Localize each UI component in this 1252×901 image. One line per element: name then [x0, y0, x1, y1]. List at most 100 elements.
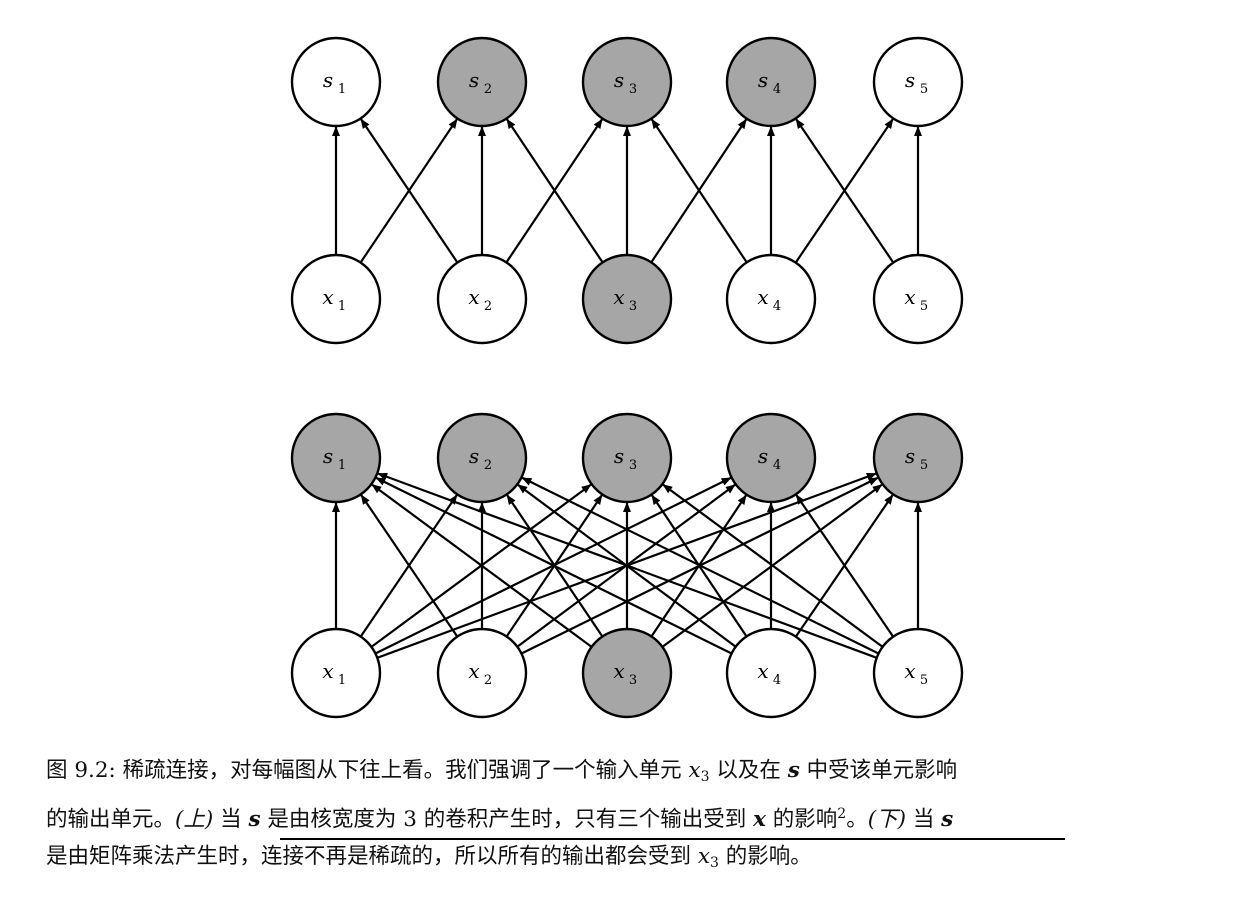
output-node-subscript: 5 — [920, 458, 928, 473]
input-node-circle — [290, 627, 382, 719]
input-node-subscript: 2 — [484, 673, 492, 688]
caption-var-s: s — [787, 758, 800, 783]
output-node-label: s — [905, 444, 915, 468]
input-node-label: x — [613, 285, 624, 309]
output-node-label: s — [469, 444, 479, 468]
caption-text: 的影响。 — [718, 844, 812, 869]
input-node-label: x — [904, 659, 915, 683]
output-node-circle — [872, 412, 964, 504]
footnote-rule — [280, 838, 1065, 840]
output-node-subscript: 2 — [484, 82, 492, 97]
output-node-subscript: 4 — [773, 458, 781, 473]
output-node-label: s — [323, 444, 333, 468]
input-node-subscript: 1 — [338, 673, 346, 688]
output-node-subscript: 2 — [484, 458, 492, 473]
input-node-label: x — [322, 285, 333, 309]
edge-x2-to-s1 — [360, 118, 459, 264]
output-node-subscript: 1 — [338, 458, 346, 473]
input-node-circle — [436, 253, 528, 345]
input-node-subscript: 4 — [773, 673, 781, 688]
figure-caption: 图 9.2: 稀疏连接，对每幅图从下往上看。我们强调了一个输入单元 x 3 以及在… — [46, 752, 1214, 882]
input-node-circle — [872, 627, 964, 719]
caption-line-3: 是由矩阵乘法产生时，连接不再是稀疏的，所以所有的输出都会受到 x3 的影响。 — [46, 838, 1214, 882]
input-node-subscript: 1 — [338, 299, 346, 314]
input-node-subscript: 3 — [629, 673, 637, 688]
caption-text: 。 — [846, 807, 868, 832]
output-node-subscript: 5 — [920, 82, 928, 97]
input-node-circle — [290, 253, 382, 345]
input-node-subscript: 3 — [629, 299, 637, 314]
output-node-subscript: 4 — [773, 82, 781, 97]
caption-text: 当 — [906, 807, 942, 832]
output-node-label: s — [614, 444, 624, 468]
output-node-label: s — [614, 68, 624, 92]
edge-x2-to-s1 — [360, 494, 459, 638]
output-node-label: s — [758, 68, 768, 92]
input-node-subscript: 2 — [484, 299, 492, 314]
output-node-circle — [581, 412, 673, 504]
caption-var-s: s — [941, 807, 954, 832]
caption-text: 以及在 — [709, 758, 788, 783]
caption-top-marker: (上) — [175, 807, 214, 832]
input-node-circle — [872, 253, 964, 345]
input-node-subscript: 4 — [773, 299, 781, 314]
output-node-circle — [581, 36, 673, 128]
caption-line-2: 的输出单元。(上) 当 s 是由核宽度为 3 的卷积产生时，只有三个输出受到 x… — [46, 796, 1214, 838]
caption-text: 的影响 — [765, 807, 838, 832]
caption-text: 中受该单元影响 — [799, 758, 958, 783]
caption-text: 图 9.2: 稀疏连接，对每幅图从下往上看。我们强调了一个输入单元 — [46, 758, 689, 783]
input-node-label: x — [757, 659, 768, 683]
edge-x3-to-s1 — [371, 483, 593, 648]
input-node-label: x — [613, 659, 624, 683]
caption-text: 是由核宽度为 3 的卷积产生时，只有三个输出受到 — [260, 807, 754, 832]
output-node-circle — [436, 36, 528, 128]
caption-var-s: s — [248, 807, 261, 832]
input-node-subscript: 5 — [920, 673, 928, 688]
output-node-subscript: 1 — [338, 82, 346, 97]
output-node-circle — [872, 36, 964, 128]
input-node-label: x — [468, 659, 479, 683]
input-node-label: x — [468, 285, 479, 309]
output-node-label: s — [905, 68, 915, 92]
input-node-label: x — [322, 659, 333, 683]
output-node-circle — [290, 412, 382, 504]
input-node-circle — [581, 627, 673, 719]
output-node-circle — [725, 412, 817, 504]
edge-x4-to-s3 — [650, 118, 748, 263]
edge-x5-to-s2 — [521, 476, 879, 655]
caption-var-sub: 3 — [709, 855, 719, 871]
edge-x4-to-s1 — [375, 476, 733, 655]
edge-x5-to-s4 — [795, 494, 895, 638]
input-node-circle — [581, 253, 673, 345]
input-node-subscript: 5 — [920, 299, 928, 314]
output-node-label: s — [469, 68, 479, 92]
input-node-label: x — [757, 285, 768, 309]
output-node-circle — [290, 36, 382, 128]
output-node-subscript: 3 — [629, 458, 637, 473]
caption-line-1: 图 9.2: 稀疏连接，对每幅图从下往上看。我们强调了一个输入单元 x3 以及在… — [46, 752, 1214, 796]
input-node-circle — [725, 627, 817, 719]
input-node-circle — [725, 253, 817, 345]
output-node-circle — [725, 36, 817, 128]
footnote-marker[interactable]: 2 — [837, 806, 847, 822]
caption-var-x: x — [753, 807, 766, 832]
input-node-circle — [436, 627, 528, 719]
edge-x5-to-s4 — [795, 118, 895, 264]
